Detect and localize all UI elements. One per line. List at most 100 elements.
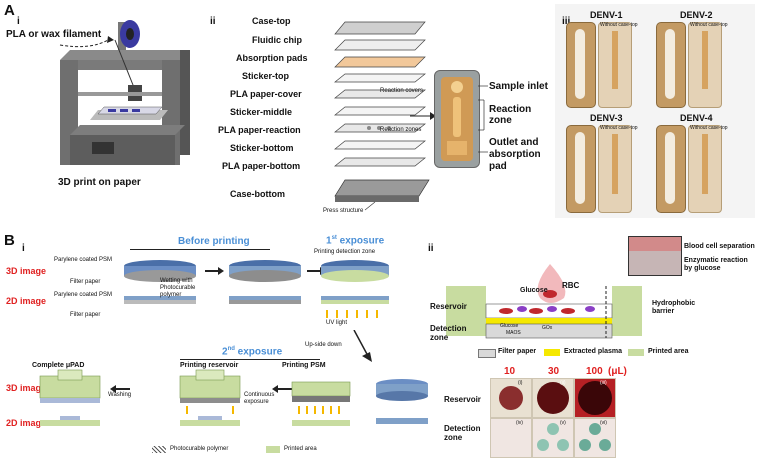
before-printing-diagram bbox=[124, 260, 389, 318]
rbc-label: RBC bbox=[562, 281, 580, 290]
legend-printed-swatch bbox=[266, 446, 280, 453]
continuous-exposure-label: Continuous exposure bbox=[244, 392, 275, 405]
arrow-right-icon bbox=[410, 112, 436, 120]
photo-detection-30 bbox=[532, 418, 574, 458]
device-cross-section bbox=[446, 264, 642, 339]
panel-a-sub-iii: iii bbox=[562, 16, 571, 27]
legend2-plasma-swatch bbox=[544, 349, 560, 356]
photo-tag-vi: (vi) bbox=[600, 420, 607, 426]
photo-tag-i: (i) bbox=[518, 380, 523, 386]
panel-a-sub-ii: ii bbox=[210, 16, 216, 27]
pla-filament-label: PLA or wax filament bbox=[6, 29, 102, 40]
detection-zone-label: Detection zone bbox=[430, 324, 467, 342]
before-printing-rule bbox=[130, 249, 270, 250]
second-exposure-diagram bbox=[39, 369, 428, 426]
photo-tag-ii: (ii) bbox=[560, 380, 566, 386]
wetting-label: Wetting with Photocurable polymer bbox=[160, 278, 196, 298]
reaction-covers-label: Reaction covers bbox=[380, 88, 424, 94]
washing-label: Washing bbox=[108, 392, 132, 398]
micrograph-inset bbox=[628, 236, 682, 276]
photo-row-detection: Detection zone bbox=[444, 424, 481, 442]
without-case-top-3: Without case-top bbox=[600, 125, 638, 131]
row-3d-image-bottom: 3D image bbox=[6, 383, 47, 393]
denv-2-chip bbox=[656, 22, 686, 108]
volume-unit: (μL) bbox=[608, 366, 627, 377]
layer-sticker-middle: Sticker-middle bbox=[230, 107, 293, 117]
enzymatic-label: Enzymatic reaction by glucose bbox=[684, 257, 748, 272]
denv-3-label: DENV-3 bbox=[590, 113, 623, 123]
printing-detection-zone-label: Printing detection zone bbox=[314, 249, 376, 255]
reaction-zone-label: Reaction zone bbox=[489, 104, 532, 126]
glucose-label: Glucose bbox=[520, 287, 548, 294]
gox-label: GOx bbox=[542, 325, 553, 331]
hydrophobic-label: Hydrophobic barrier bbox=[652, 300, 696, 315]
panel-a-letter: A bbox=[4, 2, 15, 19]
legend2-filter-label: Filter paper bbox=[498, 348, 537, 355]
denv-1-chip bbox=[566, 22, 596, 108]
device-photo bbox=[434, 70, 480, 168]
photo-reservoir-10 bbox=[490, 378, 532, 418]
filter-paper-label-3d: Filter paper bbox=[70, 279, 101, 285]
glucose-small-label: Glucose bbox=[500, 323, 519, 329]
legend2-printed-label: Printed area bbox=[648, 348, 689, 355]
denv-2-chip-open bbox=[688, 22, 722, 108]
filter-paper-label-2d: Filter paper bbox=[70, 312, 101, 318]
before-printing-title: Before printing bbox=[178, 236, 250, 247]
without-case-top-1: Without case-top bbox=[600, 22, 638, 28]
photo-tag-iii: (iii) bbox=[600, 380, 607, 386]
printing-reservoir-label: Printing reservoir bbox=[180, 362, 239, 369]
legend-photocurable-label: Photocurable polymer bbox=[170, 446, 229, 452]
row-2d-image-top: 2D image bbox=[6, 296, 47, 306]
volume-10: 10 bbox=[504, 366, 516, 377]
upside-down-arrow-icon bbox=[353, 330, 372, 362]
first-exposure-title: 1st exposure bbox=[326, 235, 385, 247]
maos-label: MAOS bbox=[506, 330, 521, 336]
layer-case-top: Case-top bbox=[252, 16, 291, 26]
photo-tag-iv: (iv) bbox=[516, 420, 523, 426]
second-exposure-rule bbox=[180, 359, 320, 360]
without-case-top-4: Without case-top bbox=[690, 125, 728, 131]
denv-2-label: DENV-2 bbox=[680, 10, 713, 20]
reservoir-label: Reservoir bbox=[430, 302, 467, 311]
panel-b-letter: B bbox=[4, 232, 15, 249]
panel-b-sub-ii: ii bbox=[428, 243, 434, 254]
upside-down-label: Up-side down bbox=[305, 342, 342, 348]
second-exposure-title: 2nd exposure bbox=[222, 346, 283, 358]
parylene-psm-label-3d: Parylene coated PSM bbox=[54, 257, 113, 263]
row-2d-image-bottom: 2D image bbox=[6, 418, 47, 428]
legend-photocurable-swatch bbox=[152, 446, 166, 453]
panel-b-sub-i: i bbox=[22, 243, 25, 254]
press-structure-label: Press structure bbox=[323, 208, 364, 214]
photo-row-reservoir: Reservoir bbox=[444, 395, 481, 404]
denv-1-label: DENV-1 bbox=[590, 10, 623, 20]
legend-printed-label: Printed area bbox=[284, 446, 317, 452]
layer-sticker-bottom: Sticker-bottom bbox=[230, 143, 294, 153]
layer-pla-paper-reaction: PLA paper-reaction bbox=[218, 125, 301, 135]
photo-reservoir-30 bbox=[532, 378, 574, 418]
layer-pla-paper-cover: PLA paper-cover bbox=[230, 89, 302, 99]
denv-4-label: DENV-4 bbox=[680, 113, 713, 123]
printer-caption: 3D print on paper bbox=[58, 177, 141, 188]
denv-3-chip-open bbox=[598, 125, 632, 213]
layer-absorption-pads: Absorption pads bbox=[236, 53, 308, 63]
uv-light-label: UV light bbox=[326, 320, 348, 326]
photo-detection-10 bbox=[490, 418, 532, 458]
denv-4-chip bbox=[656, 125, 686, 213]
photo-tag-v: (v) bbox=[560, 420, 566, 426]
legend2-filter-swatch bbox=[478, 349, 496, 358]
exploded-layer-stack bbox=[334, 21, 430, 211]
without-case-top-2: Without case-top bbox=[690, 22, 728, 28]
panel-a-sub-i: i bbox=[17, 16, 20, 27]
device-label-lines bbox=[478, 85, 488, 153]
complete-upad-label: Complete μPAD bbox=[32, 362, 85, 369]
denv-3-chip bbox=[566, 125, 596, 213]
denv-1-chip-open bbox=[598, 22, 632, 108]
volume-100: 100 bbox=[586, 366, 603, 377]
printer-illustration bbox=[59, 20, 190, 165]
printing-psm-label: Printing PSM bbox=[282, 362, 326, 369]
reaction-zones-label: Reaction zones bbox=[380, 127, 422, 133]
row-3d-image-top: 3D image bbox=[6, 266, 47, 276]
parylene-psm-label-2d: Parylene coated PSM bbox=[54, 292, 113, 298]
layer-sticker-top: Sticker-top bbox=[242, 71, 290, 81]
legend2-printed-swatch bbox=[628, 349, 644, 356]
